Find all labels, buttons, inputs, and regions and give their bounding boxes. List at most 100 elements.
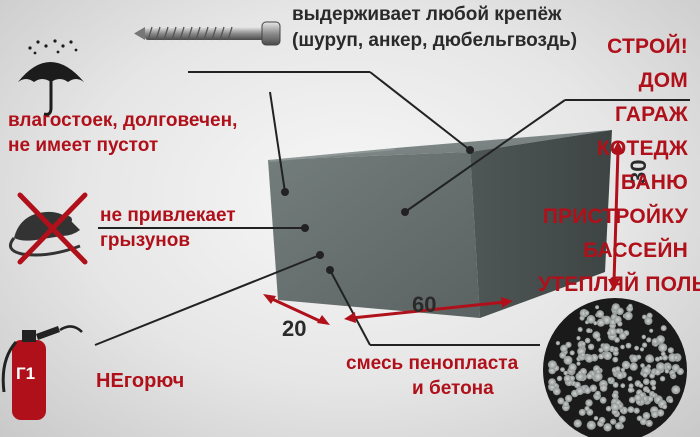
foam-bead — [634, 345, 639, 351]
build-list-item: УТЕПЛЯЙ ПОЛЫ — [538, 273, 700, 296]
foam-bead — [562, 401, 569, 408]
foam-bead — [634, 394, 642, 402]
rodents-line2: грызунов — [100, 230, 191, 251]
foam-concrete-block — [268, 130, 612, 318]
foam-bead — [603, 351, 612, 361]
foam-bead — [676, 367, 684, 376]
foam-bead — [580, 352, 586, 358]
foam-bead — [642, 342, 648, 348]
foam-bead — [569, 350, 575, 356]
mixture-line2: и бетона — [412, 378, 494, 399]
foam-bead — [624, 311, 633, 321]
foam-bead — [625, 342, 632, 349]
foam-bead — [641, 334, 646, 340]
foam-bead — [628, 383, 634, 389]
foam-bead — [620, 344, 625, 350]
foam-bead — [587, 343, 595, 350]
foam-bead — [638, 383, 644, 388]
foam-bead — [651, 385, 657, 391]
foam-bead — [614, 337, 620, 343]
foam-bead — [642, 412, 651, 420]
foam-bead — [556, 375, 563, 382]
foam-bead — [586, 420, 596, 430]
foam-bead — [610, 419, 616, 425]
foam-bead — [642, 372, 648, 378]
foam-bead — [602, 343, 611, 352]
foam-bead — [651, 338, 659, 345]
foam-mixture-disc — [543, 298, 687, 437]
foam-bead — [636, 415, 643, 422]
dimension-length: 60 — [412, 292, 437, 317]
foam-bead — [645, 419, 653, 427]
foam-bead — [592, 331, 601, 340]
foam-bead — [658, 343, 668, 353]
foam-bead — [666, 364, 671, 370]
foam-bead — [586, 314, 596, 324]
foam-bead — [557, 397, 565, 405]
fastener-line1: выдерживает любой крепёж — [292, 4, 562, 25]
build-list-item: ГАРАЖ — [614, 103, 688, 126]
build-list-item: БАССЕЙН — [583, 239, 688, 262]
moisture-line1: влагостоек, долговечен, — [8, 110, 238, 131]
foam-bead — [598, 353, 605, 360]
foam-bead — [594, 390, 601, 397]
foam-bead — [605, 405, 612, 412]
foam-bead — [630, 354, 639, 363]
foam-bead — [620, 367, 626, 372]
foam-bead — [577, 327, 583, 332]
foam-bead — [611, 392, 619, 399]
foam-bead — [598, 347, 604, 353]
foam-bead — [596, 310, 604, 318]
foam-bead — [654, 368, 661, 376]
foam-bead — [628, 303, 633, 309]
fire-class-label: Г1 — [16, 364, 36, 383]
mixture-line1: смесь пенопласта — [346, 353, 519, 374]
foam-bead — [613, 346, 619, 353]
foam-bead — [593, 416, 599, 421]
foam-bead — [668, 397, 674, 404]
build-list-item: ПРИСТРОЙКУ — [542, 205, 688, 228]
foam-bead — [584, 406, 590, 412]
foam-bead — [603, 423, 612, 432]
foam-bead — [643, 378, 650, 386]
umbrella-icon — [18, 39, 84, 116]
foam-bead — [614, 366, 621, 372]
foam-bead — [627, 376, 633, 382]
foam-bead — [651, 410, 659, 419]
foam-bead — [662, 404, 668, 410]
dimension-width: 20 — [282, 316, 307, 341]
foam-bead — [573, 419, 582, 428]
build-list-header: СТРОЙ! — [607, 35, 688, 58]
crossed-rat-icon — [8, 192, 88, 265]
foam-bead — [639, 347, 645, 352]
foam-bead — [619, 332, 627, 340]
foam-bead — [627, 387, 634, 393]
foam-bead — [645, 354, 654, 363]
foam-bead — [563, 374, 572, 383]
foam-bead — [560, 367, 565, 372]
foam-bead — [563, 370, 568, 376]
foam-bead — [656, 409, 665, 417]
foam-bead — [607, 331, 612, 336]
foam-bead — [655, 356, 660, 362]
build-list-item: КОТЕДЖ — [596, 137, 688, 160]
foam-bead — [660, 325, 667, 332]
foam-bead — [667, 347, 674, 354]
foam-bead — [633, 407, 640, 414]
foam-bead — [568, 363, 577, 372]
foam-bead — [614, 422, 623, 430]
foam-bead — [575, 386, 585, 396]
leader-lines — [94, 71, 690, 346]
foam-bead — [644, 316, 653, 326]
foam-bead — [596, 318, 606, 327]
foam-bead — [629, 362, 638, 371]
foam-bead — [671, 373, 676, 378]
foam-bead — [646, 388, 651, 394]
foam-bead — [607, 377, 612, 382]
foam-bead — [584, 387, 591, 394]
foam-bead — [640, 363, 645, 368]
foam-bead — [616, 371, 624, 380]
screw-icon — [134, 21, 281, 46]
foam-bead — [627, 406, 635, 413]
